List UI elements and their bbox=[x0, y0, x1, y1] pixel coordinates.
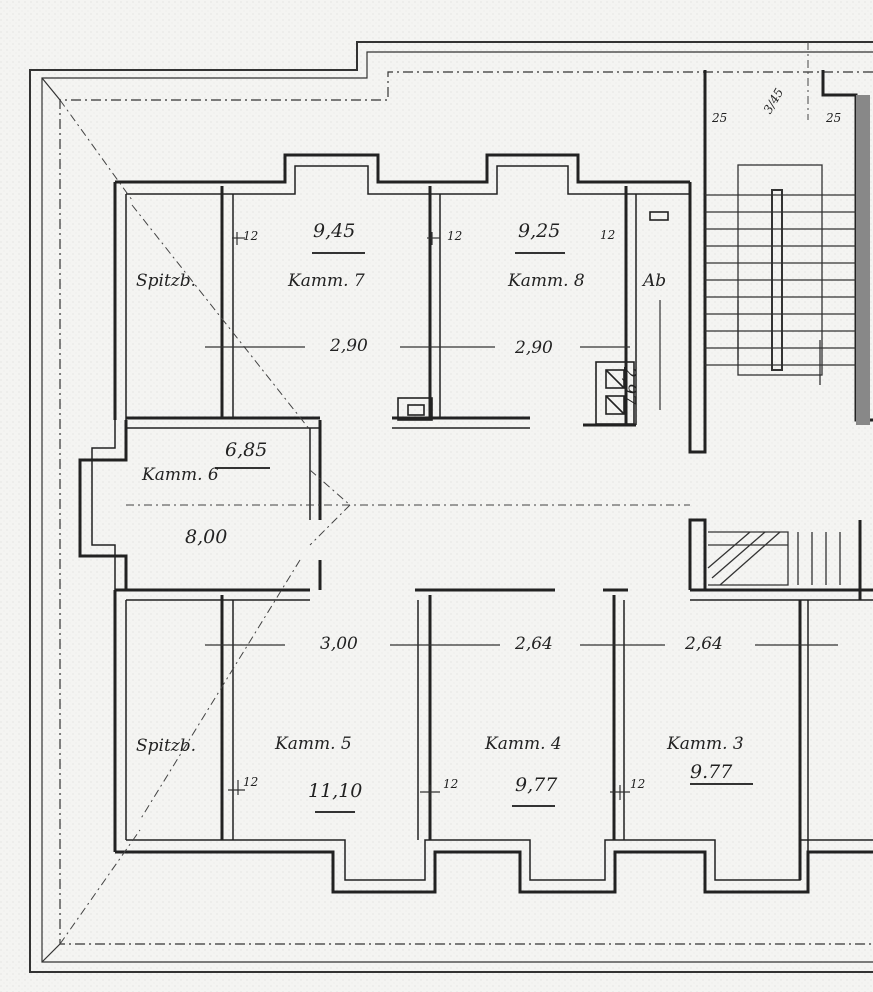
staircase bbox=[705, 95, 870, 586]
bottom-dimension-2: 2,64 bbox=[515, 634, 553, 654]
kammer-6-label: Kamm. 6 bbox=[142, 465, 219, 485]
top-dimension-1: 2,90 bbox=[330, 336, 368, 356]
kammer-3-wall-thickness: 12 bbox=[630, 777, 646, 791]
kammer-7-label: Kamm. 7 bbox=[288, 271, 365, 291]
wc-label: Ab bbox=[643, 271, 667, 291]
spitzboden-bottom-label: Spitzb. bbox=[136, 736, 197, 756]
construction-lines bbox=[59, 42, 809, 945]
kammer-8-wall-thickness: 12 bbox=[447, 229, 463, 243]
wc-height-dimension: 2,97 bbox=[619, 367, 639, 405]
kammer-4-wall-thickness: 12 bbox=[443, 777, 459, 791]
kammer-4-label: Kamm. 4 bbox=[485, 734, 562, 754]
kammer-7-wall-thickness: 12 bbox=[243, 229, 259, 243]
stair-wall-thickness-b: 25 bbox=[826, 111, 842, 125]
kammer-7-area: 9,45 bbox=[313, 220, 356, 242]
kammer-6-area: 6,85 bbox=[225, 439, 268, 461]
kammer-3-label: Kamm. 3 bbox=[667, 734, 744, 754]
walls bbox=[78, 70, 873, 894]
chimneys bbox=[397, 211, 669, 425]
kammer-6-note: 8,00 bbox=[185, 526, 228, 548]
bottom-dimension-3: 2,64 bbox=[685, 634, 723, 654]
kammer-5-area: 11,10 bbox=[308, 780, 363, 802]
kammer-5-wall-thickness: 12 bbox=[243, 775, 259, 789]
bottom-dimension-1: 3,00 bbox=[320, 634, 358, 654]
kammer-8-label: Kamm. 8 bbox=[508, 271, 585, 291]
kammer-5-label: Kamm. 5 bbox=[275, 734, 352, 754]
stair-wall-thickness-a: 25 bbox=[712, 111, 728, 125]
kammer-8-area: 9,25 bbox=[518, 220, 561, 242]
roof-outline bbox=[29, 41, 873, 973]
dimension-lines bbox=[205, 232, 838, 813]
wc-wall-thickness: 12 bbox=[600, 228, 616, 242]
kammer-3-area: 9.77 bbox=[690, 761, 733, 783]
top-dimension-2: 2,90 bbox=[515, 338, 553, 358]
kammer-4-area: 9,77 bbox=[515, 774, 558, 796]
spitzboden-top-label: Spitzb. bbox=[136, 271, 197, 291]
